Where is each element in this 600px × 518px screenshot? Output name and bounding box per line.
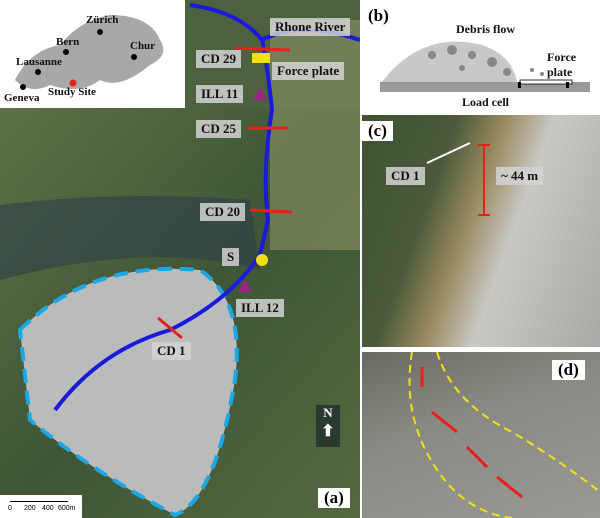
scale-600: 600m (58, 505, 76, 512)
city-chur: Chur (130, 40, 156, 52)
catchment-boundary (17, 266, 239, 518)
cd1-photo-label: CD 1 (386, 167, 425, 185)
ill12-marker (238, 280, 252, 292)
scale-bar: 0 200 400 600m (0, 495, 82, 518)
north-label: N (323, 405, 333, 420)
force-plate-marker (252, 53, 270, 63)
cd20-label: CD 20 (200, 203, 246, 221)
cd25-label: CD 25 (196, 120, 242, 138)
cd1-line (157, 316, 183, 340)
rhone-river-label: Rhone River (270, 18, 351, 36)
switzerland-inset: Zürich Bern Lausanne Geneva Chur Study S… (0, 0, 185, 108)
panel-c-photo: (c) CD 1 ~ 44 m (362, 115, 600, 347)
scale-400: 400 (42, 505, 54, 512)
height-label: ~ 44 m (496, 167, 544, 185)
study-site-label: Study Site (48, 86, 96, 98)
cd20-line (249, 208, 293, 214)
s-label: S (222, 248, 240, 266)
scale-0: 0 (8, 505, 12, 512)
city-lausanne: Lausanne (16, 56, 62, 68)
north-arrow: N⬆ (316, 405, 340, 447)
ill11-label: ILL 11 (196, 85, 244, 103)
cd29-line (234, 46, 291, 52)
map-panel-a: Zürich Bern Lausanne Geneva Chur Study S… (0, 0, 360, 518)
city-bern: Bern (56, 36, 80, 48)
city-geneva: Geneva (4, 92, 40, 104)
cd29-label: CD 29 (196, 50, 242, 68)
scale-200: 200 (24, 505, 36, 512)
ill11-marker (253, 88, 267, 100)
panel-d-label: (d) (552, 360, 585, 380)
panel-c-label: (c) (362, 121, 393, 141)
force-plate-label: Force plate (272, 62, 345, 80)
debris-flow-label: Debris flow (456, 22, 515, 36)
load-cell-label: Load cell (462, 95, 509, 109)
city-zurich: Zürich (86, 14, 119, 26)
sensor-s-marker (256, 254, 268, 266)
force-plate-schematic-label: Force plate (547, 50, 577, 79)
cd1-label: CD 1 (152, 342, 191, 360)
panel-d-photo: (d) (362, 352, 600, 518)
panel-b-label: (b) (362, 6, 395, 26)
panel-b-schematic: (b) Debris flow Force plate Load cell (362, 0, 600, 112)
panel-a-label: (a) (318, 488, 350, 508)
ill12-label: ILL 12 (236, 299, 284, 317)
satellite-map (0, 0, 360, 518)
